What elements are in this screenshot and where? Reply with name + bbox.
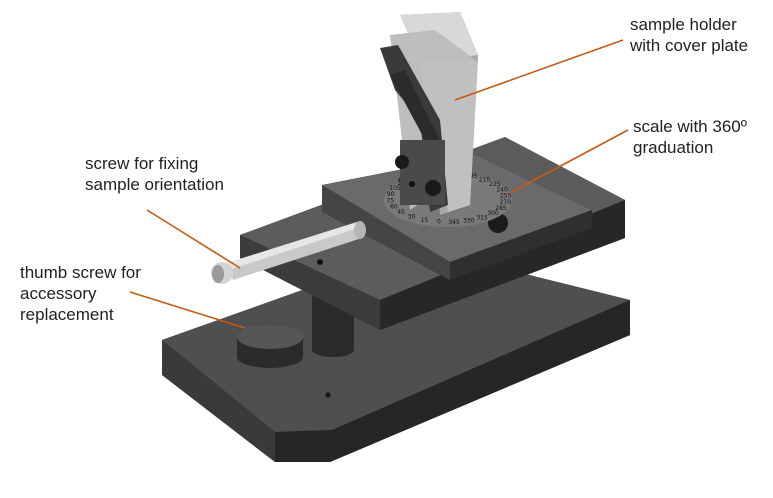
label-thumb-screw-line3: replacement: [20, 305, 114, 324]
scale-tick-label: 75: [386, 198, 394, 205]
sample-holder: [380, 12, 478, 215]
scale-tick-label: 195: [466, 173, 478, 180]
scale-tick-label: 240: [496, 186, 508, 193]
thumb-screw: [237, 325, 303, 368]
rotation-plate: [322, 155, 592, 280]
scale-tick-label: 330: [463, 217, 475, 224]
leader-sample-holder: [454, 39, 624, 101]
scale-tick-label: 210: [479, 176, 491, 183]
scale-tick-label: 255: [500, 193, 512, 200]
scale-tick-label: 285: [495, 205, 507, 212]
leader-screw: [146, 209, 241, 269]
leader-scale: [509, 129, 629, 194]
scale-tick-label: 315: [476, 214, 488, 221]
fixing-screw: [211, 221, 366, 284]
scale-tick-label: 225: [489, 181, 501, 188]
label-sample-holder-line2: with cover plate: [630, 36, 749, 55]
scale-tick-label: 105: [389, 185, 401, 192]
scale-tick-label: 15: [421, 217, 429, 224]
label-scale: scale with 360º graduation: [633, 116, 747, 158]
label-fixing-screw-line1: screw for fixing: [85, 154, 199, 173]
scale-tick-label: 0: [437, 219, 441, 226]
scale-tick-label: 45: [397, 209, 405, 216]
label-fixing-screw-line2: sample orientation: [85, 175, 224, 194]
label-sample-holder: sample holder with cover plate: [630, 14, 748, 56]
label-thumb-screw-line1: thumb screw for: [20, 263, 141, 282]
label-scale-line1: scale with 360º: [633, 117, 747, 136]
leader-lines: [129, 39, 629, 329]
scale-tick-label: 345: [448, 219, 460, 226]
scale-tick-label: 30: [408, 214, 416, 221]
label-sample-holder-line1: sample holder: [630, 15, 737, 34]
label-fixing-screw: screw for fixing sample orientation: [85, 153, 224, 195]
label-thumb-screw: thumb screw for accessory replacement: [20, 262, 141, 325]
label-thumb-screw-line2: accessory: [20, 284, 97, 303]
scale-tick-label: 300: [487, 210, 499, 217]
leader-thumb-screw: [129, 291, 246, 329]
base-plate: [162, 248, 630, 462]
scale-tick-label: 90: [387, 191, 395, 198]
scale-tick-label: 270: [500, 199, 512, 206]
label-scale-line2: graduation: [633, 138, 714, 157]
scale-tick-label: 60: [390, 204, 398, 211]
